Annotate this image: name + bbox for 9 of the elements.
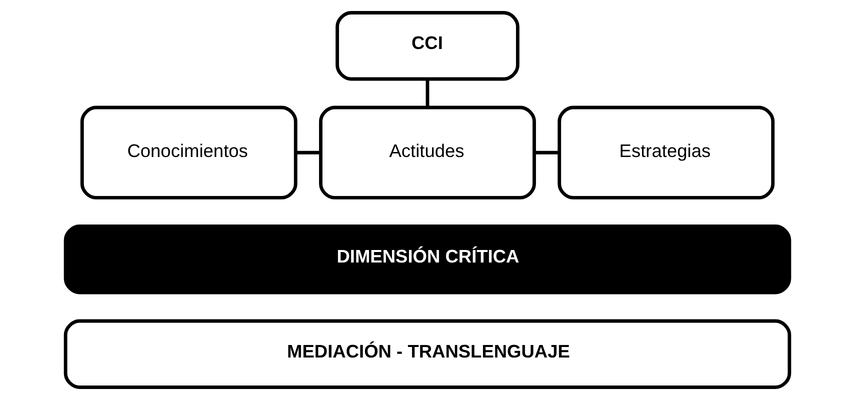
node-box: CCI xyxy=(335,11,519,81)
connector xyxy=(534,150,559,154)
node-box: MEDIACIÓN - TRANSLENGUAJE xyxy=(63,319,791,389)
connector xyxy=(425,80,429,108)
node-box: Estrategias xyxy=(557,106,774,200)
connector xyxy=(296,150,320,154)
node-box: Actitudes xyxy=(318,106,536,200)
node-box: DIMENSIÓN CRÍTICA xyxy=(63,224,791,294)
node-box: Conocimientos xyxy=(80,106,297,200)
